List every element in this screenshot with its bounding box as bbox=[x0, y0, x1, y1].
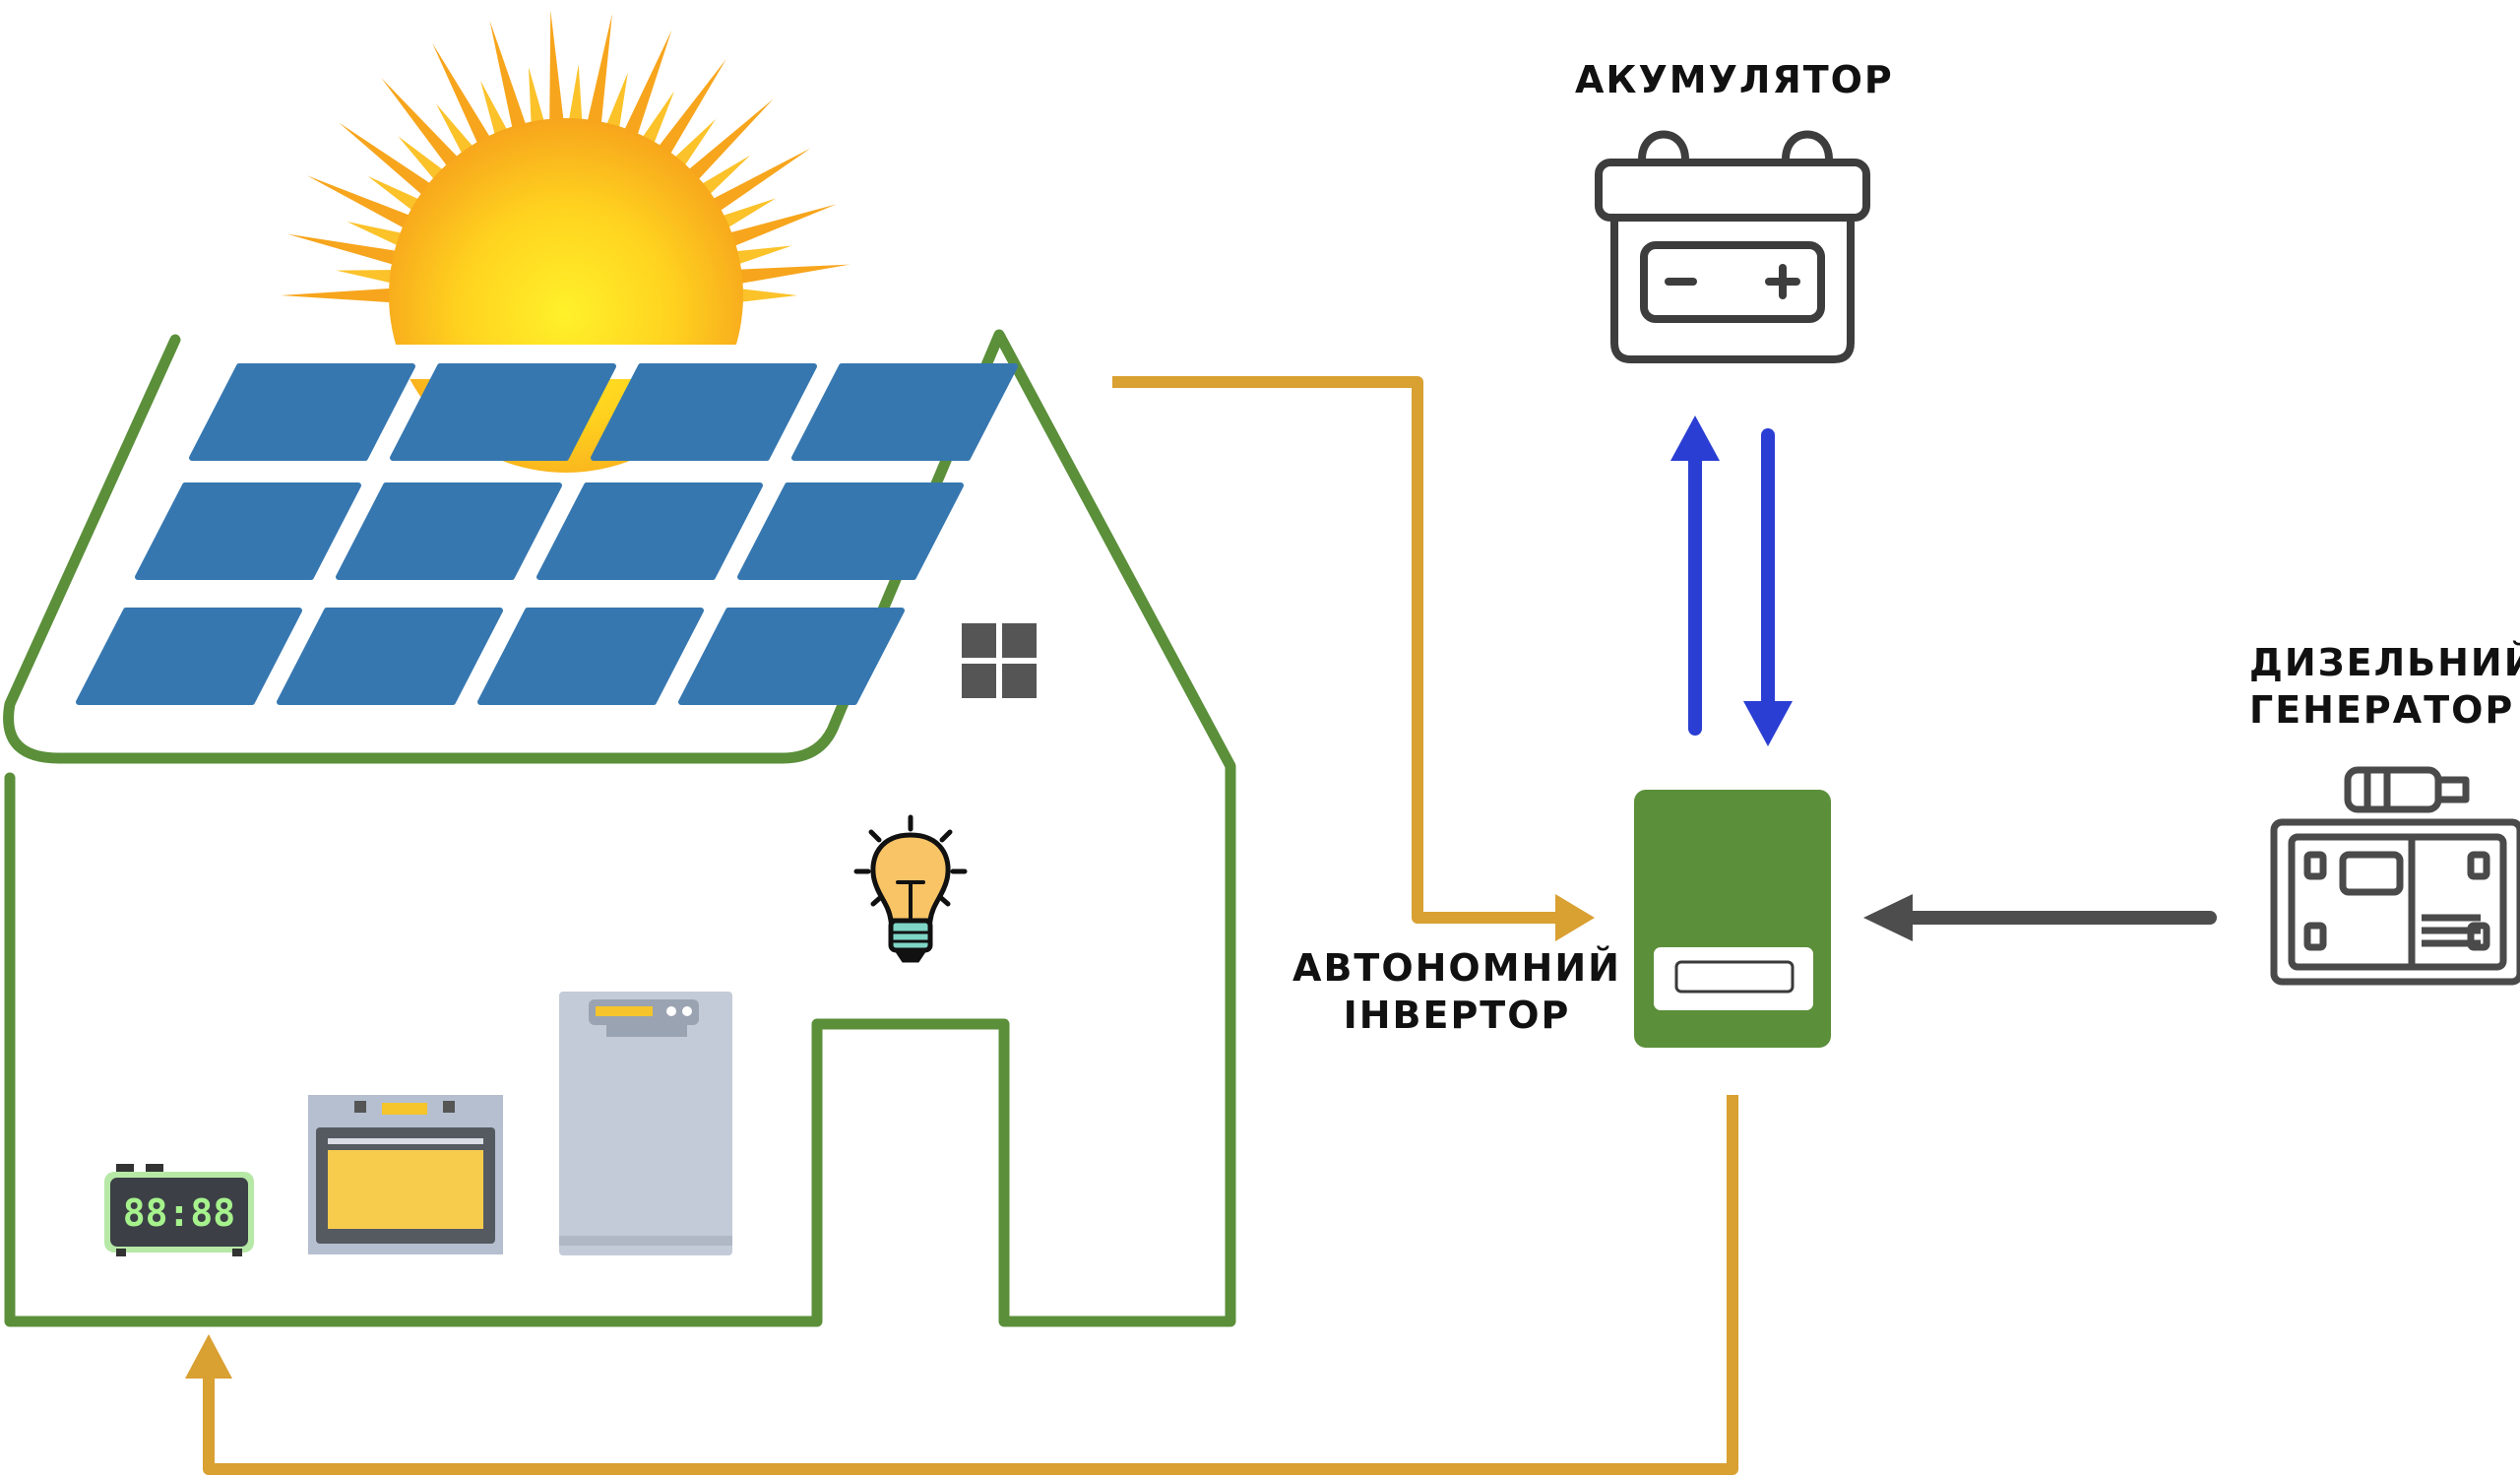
sun-ray bbox=[668, 118, 717, 173]
solar-panel-cell bbox=[135, 482, 361, 580]
solar-panel-cell bbox=[477, 608, 704, 705]
sun-ray bbox=[682, 98, 774, 186]
alarm-clock-icon: 88:88 bbox=[104, 1164, 254, 1256]
battery-label: АКУМУЛЯТОР bbox=[1575, 57, 1892, 104]
sun-ray bbox=[281, 288, 400, 303]
sun-ray bbox=[528, 67, 547, 132]
arrow-to-house bbox=[185, 1334, 232, 1379]
arrow-to-inverter bbox=[1555, 894, 1595, 941]
sun-ray bbox=[381, 77, 464, 173]
sun-ray bbox=[346, 221, 410, 250]
sun-ray bbox=[432, 42, 495, 152]
solar-panel-cell bbox=[536, 482, 763, 580]
sun-ray bbox=[339, 122, 438, 201]
solar-panel-cell bbox=[336, 482, 562, 580]
battery-label-text: АКУМУЛЯТОР bbox=[1575, 58, 1894, 101]
solar-panel-cell bbox=[76, 608, 302, 705]
sun-ray bbox=[694, 155, 751, 201]
solar-panel-cell bbox=[678, 608, 905, 705]
dishwasher-icon bbox=[559, 992, 732, 1255]
sun-ray bbox=[549, 10, 565, 129]
solar-panel-cell bbox=[189, 363, 415, 461]
inverter-label: АВТОНОМНИЙ ІНВЕРТОР bbox=[1280, 945, 1634, 1039]
house-icon bbox=[3, 329, 1236, 1327]
inverter-label-line1: АВТОНОМНИЙ bbox=[1292, 946, 1621, 990]
solar-panel-cell bbox=[277, 608, 503, 705]
sun-ray bbox=[489, 20, 529, 137]
sun-ray bbox=[603, 72, 628, 137]
sun-ray bbox=[306, 175, 418, 232]
diesel-generator-icon bbox=[2270, 766, 2520, 986]
sun-ray bbox=[286, 233, 405, 267]
generator-arrow bbox=[1863, 894, 2217, 941]
solar-panel-cell bbox=[591, 363, 817, 461]
oven-icon bbox=[308, 1095, 503, 1254]
sun-ray bbox=[567, 64, 583, 129]
light-bulb-icon bbox=[853, 814, 968, 963]
window-icon bbox=[962, 623, 1037, 698]
sun-ray bbox=[732, 288, 797, 303]
sun-ray bbox=[731, 264, 850, 286]
inverter-label-line2: ІНВЕРТОР bbox=[1343, 993, 1571, 1037]
sun-ray bbox=[480, 80, 512, 144]
solar-panel-icon bbox=[76, 363, 1018, 705]
sun-ray bbox=[436, 103, 479, 161]
generator-label-line1: ДИЗЕЛЬНИЙ bbox=[2249, 641, 2520, 684]
sun-ray bbox=[637, 91, 675, 152]
sun-ray bbox=[398, 136, 450, 186]
sun-ray bbox=[722, 204, 837, 250]
sun-ray bbox=[620, 30, 672, 144]
sun-ray bbox=[653, 58, 726, 161]
solar-panel-cell bbox=[791, 363, 1018, 461]
clock-display: 88:88 bbox=[123, 1191, 235, 1235]
battery-icon bbox=[1595, 130, 1870, 363]
solar-panel-cell bbox=[390, 363, 616, 461]
sun-ray bbox=[714, 198, 777, 232]
battery-arrows bbox=[1670, 416, 1793, 746]
sun-ray bbox=[367, 175, 427, 216]
solar-panel-cell bbox=[737, 482, 964, 580]
sun-ray bbox=[705, 148, 811, 216]
sun-ray bbox=[336, 270, 401, 286]
generator-label: ДИЗЕЛЬНИЙ ГЕНЕРАТОР bbox=[2249, 640, 2520, 734]
generator-label-line2: ГЕНЕРАТОР bbox=[2249, 687, 2515, 732]
inverter-icon bbox=[1634, 790, 1831, 1048]
sun-ray bbox=[727, 245, 792, 267]
sun-ray bbox=[585, 13, 612, 132]
power-line bbox=[203, 376, 1738, 1475]
